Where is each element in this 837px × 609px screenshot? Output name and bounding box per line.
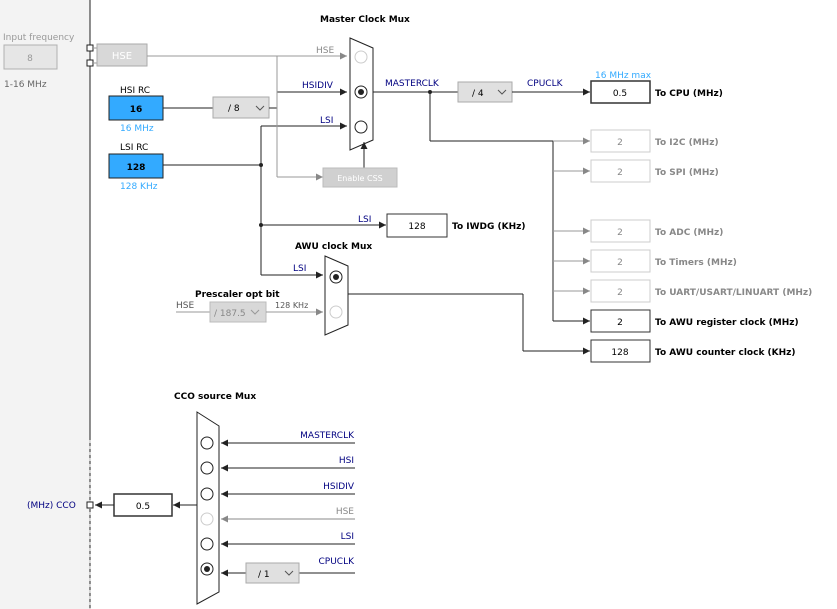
awu-register-output-value: 2 — [617, 318, 623, 328]
cco-input-label-hsidiv: HSIDIV — [323, 482, 355, 492]
cco-input-label-lsi: LSI — [341, 532, 354, 542]
chevron-down-icon — [497, 89, 507, 95]
timers-output-label: To Timers (MHz) — [655, 258, 737, 268]
input-frequency-label: Input frequency — [3, 33, 75, 43]
prescaler-out-label: 128 KHz — [275, 301, 308, 310]
cco-divider-value: / 1 — [258, 570, 270, 580]
master-mux-radio-lsi[interactable] — [354, 120, 368, 134]
timers-output-field[interactable] — [590, 249, 651, 273]
cco-input-label-cpuclk: CPUCLK — [319, 557, 356, 567]
cco-radio-masterclk[interactable] — [200, 436, 214, 450]
prescaler-value: / 187.5 — [214, 309, 246, 319]
cpu-output-label: To CPU (MHz) — [655, 89, 723, 99]
spi-output-value: 2 — [617, 168, 623, 178]
hse-block[interactable] — [96, 43, 148, 67]
radio-selected-dot — [358, 89, 364, 95]
cco-input-label-masterclk: MASTERCLK — [300, 431, 355, 441]
awu-counter-output-value: 128 — [611, 348, 628, 358]
i2c-output-field[interactable] — [590, 129, 651, 153]
mux-hsidiv-label: HSIDIV — [302, 81, 334, 91]
input-frequency-value: 8 — [27, 54, 33, 64]
cco-divider-select[interactable] — [245, 562, 300, 584]
cco-output-value: 0.5 — [136, 502, 150, 512]
cco-radio-lsi[interactable] — [200, 537, 214, 551]
lsi-rc-value: 128 — [127, 163, 146, 173]
mux-hse-label: HSE — [316, 46, 334, 56]
adc-output-field[interactable] — [590, 219, 651, 243]
master-mux-radio-hse[interactable] — [354, 50, 368, 64]
cco-source-mux — [196, 411, 220, 605]
cco-inputs: MASTERCLK HSI HSIDIV HSE LSI CPUCLK — [200, 431, 356, 577]
input-frequency-field[interactable] — [3, 44, 58, 70]
hsi-divider-select[interactable] — [212, 96, 270, 119]
hse-pin-out — [86, 59, 94, 67]
lsi-rc-label: LSI RC — [120, 143, 148, 153]
spi-output-field[interactable] — [590, 159, 651, 183]
uart-output-value: 2 — [617, 288, 623, 298]
awu-register-output-field[interactable] — [590, 309, 651, 333]
awu-mux-title: AWU clock Mux — [295, 242, 372, 252]
hse-block-label: HSE — [112, 51, 132, 62]
peripheral-wires — [553, 137, 590, 325]
cpu-output-field[interactable] — [590, 80, 651, 104]
awu-register-output-label: To AWU register clock (MHz) — [655, 318, 799, 328]
hsi-rc-label: HSI RC — [120, 86, 150, 96]
cco-input-label-hsi: HSI — [339, 456, 354, 466]
masterclk-label: MASTERCLK — [385, 79, 440, 89]
awu-clock-mux — [324, 255, 349, 336]
awu-mux-radio-hse[interactable] — [329, 305, 343, 319]
cco-label: (MHz) CCO — [27, 501, 76, 511]
adc-output-value: 2 — [617, 228, 623, 238]
cpu-max-label: 16 MHz max — [595, 71, 652, 81]
uart-output-label: To UART/USART/LINUART (MHz) — [655, 288, 812, 298]
radio-selected-dot — [204, 566, 210, 572]
prescaler-hse-label: HSE — [176, 301, 194, 311]
cpu-output-value: 0.5 — [613, 89, 627, 99]
lsi-rc-freq: 128 KHz — [120, 182, 158, 192]
cpuclk-label: CPUCLK — [527, 79, 564, 89]
hsi-rc-value: 16 — [130, 105, 143, 115]
mux-lsi-label: LSI — [320, 116, 333, 126]
iwdg-lsi-label: LSI — [358, 215, 371, 225]
uart-output-field[interactable] — [590, 279, 651, 303]
awu-counter-output-label: To AWU counter clock (KHz) — [655, 348, 796, 358]
awu-lsi-label: LSI — [293, 264, 306, 274]
prescaler-title: Prescaler opt bit — [195, 290, 280, 300]
cco-radio-hse[interactable] — [200, 512, 214, 526]
cco-pin — [86, 501, 94, 509]
chevron-down-icon — [250, 309, 260, 315]
iwdg-output-field[interactable] — [386, 213, 448, 238]
input-panel — [0, 0, 90, 609]
cco-mux-title: CCO source Mux — [174, 392, 256, 402]
cco-radio-hsi[interactable] — [200, 461, 214, 475]
master-mux-title: Master Clock Mux — [320, 15, 410, 25]
hse-pin-in — [86, 44, 94, 52]
cco-input-label-hse: HSE — [336, 507, 354, 517]
adc-output-label: To ADC (MHz) — [655, 228, 723, 238]
cpu-divider-value: / 4 — [472, 89, 484, 99]
enable-css-label: Enable CSS — [337, 174, 383, 183]
iwdg-output-value: 128 — [408, 222, 425, 232]
hsi-rc-freq: 16 MHz — [120, 124, 154, 134]
radio-selected-dot — [333, 274, 339, 280]
i2c-output-value: 2 — [617, 138, 623, 148]
junction — [259, 223, 263, 227]
timers-output-value: 2 — [617, 258, 623, 268]
hsi-divider-value: / 8 — [228, 104, 240, 114]
chevron-down-icon — [284, 570, 294, 576]
i2c-output-label: To I2C (MHz) — [655, 138, 719, 148]
cco-radio-hsidiv[interactable] — [200, 487, 214, 501]
enable-css-button[interactable] — [322, 167, 398, 188]
chevron-down-icon — [255, 105, 265, 111]
input-frequency-range: 1-16 MHz — [4, 80, 47, 90]
awu-counter-output-field[interactable] — [590, 339, 651, 363]
spi-output-label: To SPI (MHz) — [655, 168, 719, 178]
iwdg-output-label: To IWDG (KHz) — [452, 222, 526, 232]
lsi-rc-block[interactable] — [108, 153, 164, 179]
